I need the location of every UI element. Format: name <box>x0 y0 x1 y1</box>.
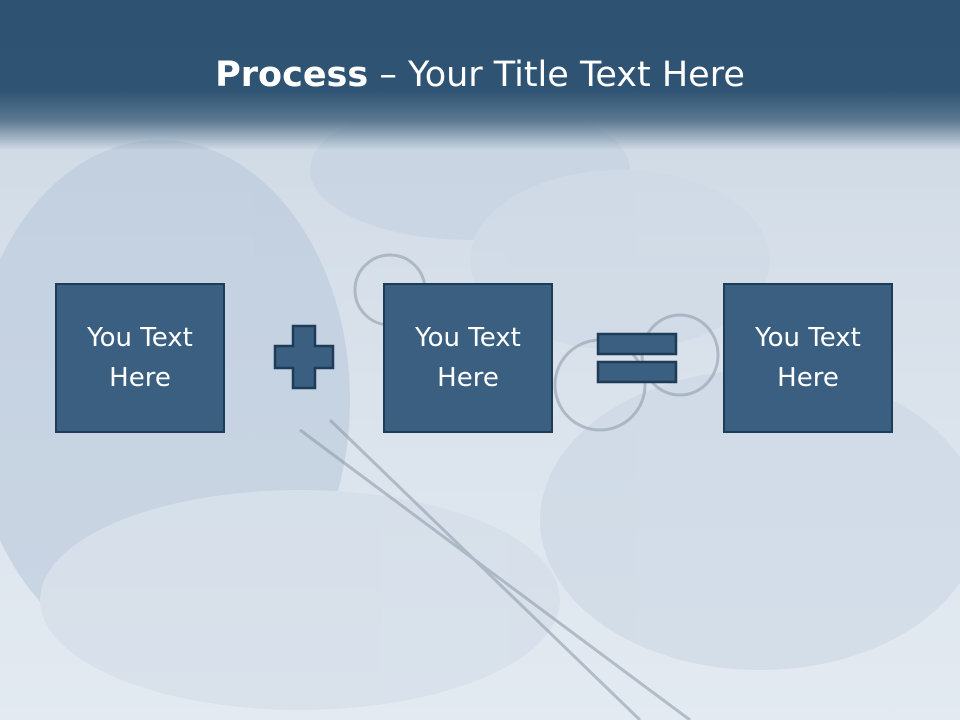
equals-icon <box>596 332 678 384</box>
slide-title: Process – Your Title Text Here <box>0 52 960 98</box>
process-box-1[interactable]: You Text Here <box>55 283 225 433</box>
process-box-3-label: You Text Here <box>755 323 861 393</box>
title-rest: – Your Title Text Here <box>368 55 745 95</box>
title-bold: Process <box>215 55 369 95</box>
process-box-3[interactable]: You Text Here <box>723 283 893 433</box>
process-box-2-label: You Text Here <box>415 323 521 393</box>
plus-icon <box>273 324 335 390</box>
process-box-1-label: You Text Here <box>87 323 193 393</box>
title-bar <box>0 0 960 150</box>
process-box-2[interactable]: You Text Here <box>383 283 553 433</box>
